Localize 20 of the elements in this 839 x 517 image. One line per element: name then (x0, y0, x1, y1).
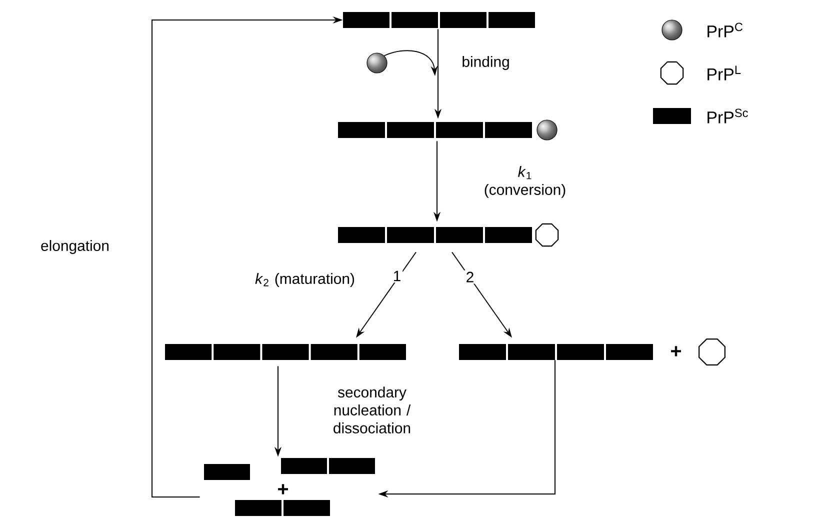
edge-label: 1 (391, 269, 403, 283)
edge-label: k$_{1}$ (conversion) (474, 164, 576, 200)
fibril (165, 344, 406, 360)
legend-label: PrP$^{Sc}$ (708, 108, 748, 124)
legend-label: PrP$^{C}$ (708, 22, 743, 38)
rate-label: k$_{2}$ (maturation) (255, 273, 354, 287)
legend-label: PrP$^{L}$ (708, 66, 741, 80)
fibril (459, 344, 653, 360)
fibril-fragments (204, 458, 375, 516)
fibril (338, 120, 558, 140)
edge-label: binding (460, 54, 512, 72)
plus-sign: + (278, 484, 288, 494)
edge-label: secondary nucleation / dissociation (318, 385, 426, 435)
plus-sign: + (671, 346, 682, 356)
octagon-symbol (698, 338, 726, 366)
edge-label: 2 (464, 270, 476, 284)
fibril (343, 12, 535, 28)
edge-label: elongation (39, 238, 111, 256)
fibril (338, 223, 559, 247)
sphere-symbol (366, 52, 388, 74)
